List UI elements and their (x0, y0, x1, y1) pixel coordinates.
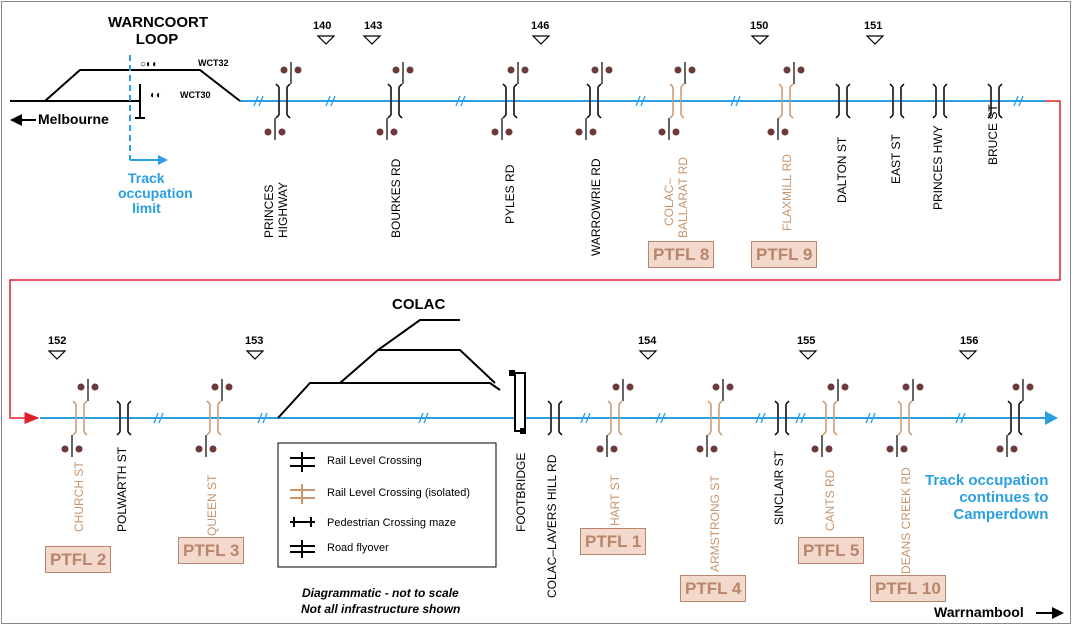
crossing-label: BOURKES RD (389, 158, 403, 238)
km-marker: 150 (750, 20, 769, 32)
footbridge (514, 372, 526, 432)
crossing-label: EAST ST (889, 134, 903, 184)
legend-item: Rail Level Crossing (327, 455, 422, 467)
crossing-label: HART ST (608, 475, 622, 526)
ptfl-badge: PTFL 2 (45, 546, 112, 573)
crossing-label: COLAC– BALLARAT RD (662, 157, 690, 238)
legend-item: Road flyover (327, 542, 389, 554)
signal-wct30: WCT30 (180, 90, 211, 100)
km-marker: 143 (364, 20, 383, 32)
crossing-label: FOOTBRIDGE (514, 452, 528, 532)
crossing-label: QUEEN ST (205, 474, 219, 536)
crossing-label: BRUCE ST (986, 104, 1000, 165)
crossing-label: ARMSTRONG ST (708, 475, 722, 572)
colac-yard (277, 319, 501, 419)
ptfl-badge: PTFL 4 (680, 575, 747, 602)
signal-wct32: WCT32 (198, 58, 229, 68)
km-marker: 140 (313, 20, 332, 32)
signal-wct30-symbol: ◐◐ (150, 90, 163, 101)
crossing-label: DALTON ST (835, 136, 849, 203)
direction-melbourne: Melbourne (38, 111, 109, 127)
occupation-limit-text: Track occupation limit (118, 170, 193, 216)
crossing-label: DEANS CREEK RD (899, 467, 913, 574)
km-marker: 156 (960, 335, 979, 347)
crossing-label: PRINCES HWY (931, 125, 945, 210)
note-diagrammatic: Diagrammatic - not to scale (302, 586, 459, 600)
km-marker: 152 (48, 335, 67, 347)
crossing-label: CHURCH ST (72, 461, 86, 532)
colac-title: COLAC (392, 296, 446, 313)
loop-title: WARNCOORT LOOP (108, 14, 208, 48)
crossing-label: CANTS RD (823, 469, 837, 531)
legend-symbols (290, 452, 315, 558)
km-marker: 154 (638, 335, 657, 347)
crossing-label: PYLES RD (503, 164, 517, 224)
ptfl-badge: PTFL 8 (648, 241, 715, 268)
km-marker: 146 (531, 20, 550, 32)
crossing-label: COLAC–LAVERS HILL RD (545, 454, 559, 598)
ptfl-badge: PTFL 1 (580, 528, 647, 555)
ptfl-badge: PTFL 5 (798, 537, 865, 564)
arrow-right-head (1052, 607, 1064, 619)
arrow-left-icon (10, 114, 22, 126)
warncoort-loop (10, 69, 241, 119)
km-marker: 151 (864, 20, 883, 32)
signal-wct32-symbol: ○◐◐ (140, 59, 159, 70)
arrow-right-icon (1036, 612, 1054, 614)
crossing-label: FLAXMILL RD (780, 154, 794, 231)
continues-text: Track occupation continues to Camperdown (925, 472, 1049, 523)
direction-warrnambool: Warrnambool (934, 604, 1024, 620)
ptfl-badge: PTFL 10 (870, 575, 946, 602)
track-continues-arrow (1045, 411, 1058, 425)
ptfl-badge: PTFL 3 (178, 537, 245, 564)
crossing-label: PRINCES HIGHWAY (262, 182, 290, 238)
legend-item: Rail Level Crossing (isolated) (327, 487, 471, 499)
note-not-all: Not all infrastructure shown (301, 602, 461, 616)
km-marker: 153 (245, 335, 264, 347)
continuation-link (9, 100, 1061, 424)
crossing-label: POLWARTH ST (115, 446, 129, 532)
crossing-label: WARROWRIE RD (589, 158, 603, 256)
km-marker: 155 (797, 335, 816, 347)
legend-item: Pedestrian Crossing maze (327, 517, 457, 529)
crossing-label: SINCLAIR ST (772, 450, 786, 525)
ptfl-badge: PTFL 9 (751, 241, 818, 268)
